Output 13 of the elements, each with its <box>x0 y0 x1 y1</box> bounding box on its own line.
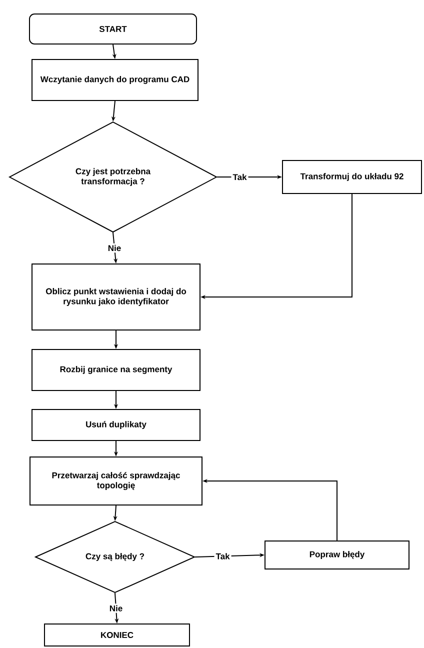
terminal-box: START <box>29 14 197 44</box>
process-box: Przetwarzaj całość sprawdzając topologię <box>30 456 202 506</box>
edge-label: Nie <box>110 605 122 612</box>
edge-label: Nie <box>108 244 121 252</box>
process-box: Usuń duplikaty <box>32 409 200 441</box>
process-box: Rozbij granice na segmenty <box>32 349 200 391</box>
process-box: Wczytanie danych do programu CAD <box>32 59 198 101</box>
edge-label: Tak <box>232 174 247 180</box>
terminal-box: KONIEC <box>44 624 190 646</box>
process-box: Transformuj do układu 92 <box>282 160 422 194</box>
edge-label: Tak <box>216 553 230 560</box>
process-box: Popraw błędy <box>264 540 410 570</box>
process-box: Oblicz punkt wstawienia i dodaj do rysunku jako identyfikator <box>32 264 200 330</box>
